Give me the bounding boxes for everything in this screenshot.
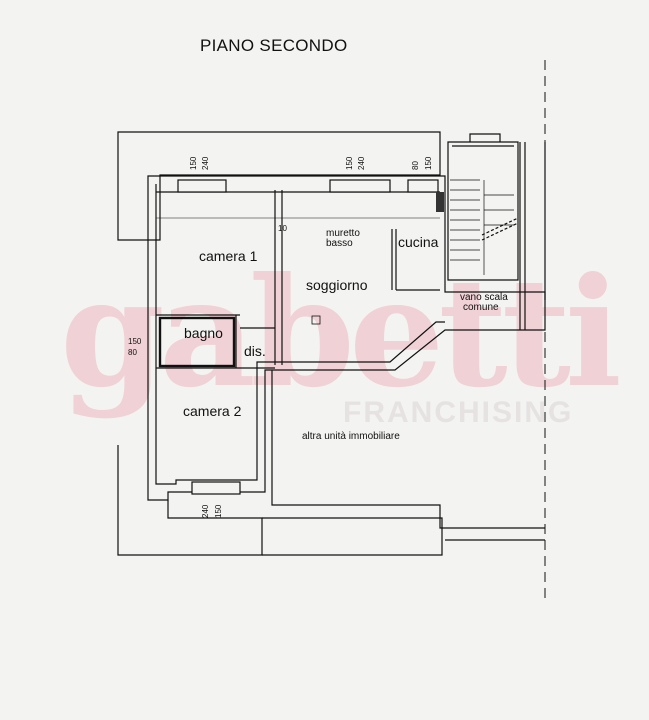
gabetti-watermark-logo: gabetti xyxy=(60,245,622,421)
dim-label: 240 xyxy=(201,156,210,170)
label-comune: comune xyxy=(463,302,499,313)
label-muretto: muretto xyxy=(326,228,360,239)
dim-label: 80 xyxy=(128,348,137,357)
dim-label: 80 xyxy=(411,161,420,170)
outer-wall-top-left xyxy=(117,131,441,241)
dim-label: 150 xyxy=(214,504,223,518)
room-cucina: cucina xyxy=(398,234,439,250)
dim-label: 150 xyxy=(345,156,354,170)
bagno-box xyxy=(158,316,236,368)
franchising-watermark-text: FRANCHISING xyxy=(343,396,574,429)
dim-label: 240 xyxy=(357,156,366,170)
floor-title: PIANO SECONDO xyxy=(200,36,348,55)
stair-treads xyxy=(450,179,514,275)
outer-wall-bottom-left xyxy=(117,445,263,556)
room-bagno: bagno xyxy=(184,325,223,341)
room-camera-1: camera 1 xyxy=(199,248,258,264)
altra-unita-outline xyxy=(271,370,545,529)
stair-enclosure xyxy=(447,141,519,281)
dim-label: 150 xyxy=(424,156,433,170)
room-camera-2: camera 2 xyxy=(183,403,242,419)
dim-label: 10 xyxy=(278,224,287,233)
label-basso: basso xyxy=(326,238,353,249)
apartment-inner-wall xyxy=(155,184,445,485)
label-vano-scala: vano scala xyxy=(460,292,508,303)
label-altra-unita: altra unità immobiliare xyxy=(302,431,400,442)
room-soggiorno: soggiorno xyxy=(306,277,368,293)
room-dis: dis. xyxy=(244,343,266,359)
dim-label: 240 xyxy=(201,504,210,518)
dim-label: 150 xyxy=(128,337,142,346)
dim-label: 150 xyxy=(189,156,198,170)
